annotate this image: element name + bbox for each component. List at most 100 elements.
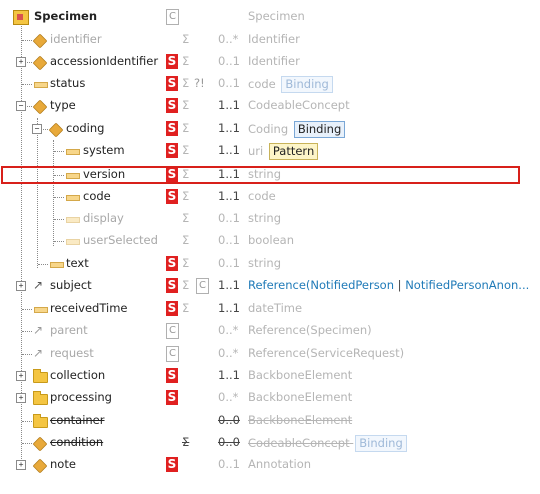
- primitive-icon: [34, 307, 48, 313]
- tree-row-text[interactable]: text S Σ 0..1 string: [0, 253, 540, 275]
- tree-row-collection[interactable]: + collection S 1..1 BackboneElement: [0, 365, 540, 387]
- tree-row-accessionIdentifier[interactable]: + accessionIdentifier S Σ 0..1 Identifie…: [0, 51, 540, 73]
- cardinality: 1..1: [218, 368, 240, 382]
- cardinality: 1..1: [218, 189, 240, 203]
- summary-flag: Σ: [182, 98, 190, 112]
- tree-row-condition[interactable]: condition Σ 0..0 CodeableConcept Binding: [0, 432, 540, 454]
- tree-row-identifier[interactable]: identifier Σ 0..* Identifier: [0, 29, 540, 51]
- tree-row-type[interactable]: − type S Σ 1..1 CodeableConcept: [0, 95, 540, 117]
- expand-toggle[interactable]: +: [16, 393, 26, 403]
- primitive-icon: [66, 195, 80, 201]
- constraint-flag: C: [166, 9, 179, 25]
- cardinality: 1..1: [218, 278, 240, 292]
- collapse-toggle[interactable]: −: [32, 124, 42, 134]
- summary-flag: Σ: [182, 54, 190, 68]
- summary-flag: Σ: [182, 256, 190, 270]
- must-support-flag: S: [166, 76, 178, 91]
- must-support-flag: S: [166, 143, 178, 158]
- tree-row-status[interactable]: status S Σ ?! 0..1 code Binding: [0, 73, 540, 95]
- tree-row-processing[interactable]: + processing S 0..* BackboneElement: [0, 387, 540, 409]
- element-name: status: [50, 76, 86, 90]
- cardinality: 0..1: [218, 256, 240, 270]
- element-type: string: [248, 256, 282, 270]
- element-type: BackboneElement: [248, 390, 353, 404]
- primitive-icon: [66, 173, 80, 179]
- cardinality: 0..*: [218, 323, 239, 337]
- profile-link-notifiedpersonanon[interactable]: NotifiedPersonAnon...: [405, 278, 530, 292]
- datatype-cube-icon: [32, 99, 48, 115]
- element-type: BackboneElement: [248, 368, 353, 382]
- tree-row-version[interactable]: version S Σ 1..1 string: [0, 164, 540, 186]
- collapse-toggle[interactable]: −: [16, 101, 26, 111]
- element-type: uri Pattern: [248, 143, 319, 160]
- type-text: code: [248, 77, 276, 91]
- pattern-badge[interactable]: Pattern: [268, 143, 319, 160]
- expand-toggle[interactable]: +: [16, 57, 26, 67]
- must-support-flag: S: [166, 121, 178, 136]
- selection-highlight: [1, 166, 520, 184]
- modifier-flag: ?!: [194, 76, 205, 90]
- must-support-flag: S: [166, 256, 178, 271]
- tree-row-code[interactable]: code S Σ 1..1 code: [0, 186, 540, 208]
- element-name: container: [50, 413, 105, 427]
- primitive-icon: [50, 262, 64, 268]
- element-type: CodeableConcept Binding: [248, 435, 407, 452]
- datatype-cube-icon: [32, 436, 48, 452]
- tree-row-request[interactable]: ↗ request C 0..* Reference(ServiceReques…: [0, 343, 540, 365]
- datatype-cube-icon: [32, 33, 48, 49]
- tree-row-receivedTime[interactable]: receivedTime S Σ 1..1 dateTime: [0, 298, 540, 320]
- element-type: Annotation: [248, 457, 312, 471]
- tree-guide: [21, 22, 22, 467]
- datatype-cube-icon: [32, 55, 48, 71]
- expand-toggle[interactable]: +: [16, 371, 26, 381]
- element-name: text: [66, 256, 89, 270]
- profile-link-notifiedperson[interactable]: NotifiedPerson: [310, 278, 395, 292]
- tree-row-container[interactable]: container 0..0 BackboneElement: [0, 410, 540, 432]
- summary-flag: Σ: [182, 211, 190, 225]
- element-name: note: [50, 457, 76, 471]
- summary-flag: Σ: [182, 435, 190, 449]
- element-type: Reference(ServiceRequest): [248, 346, 405, 360]
- element-name: display: [83, 211, 124, 225]
- tree-row-userSelected[interactable]: userSelected Σ 0..1 boolean: [0, 230, 540, 252]
- summary-flag: Σ: [182, 32, 190, 46]
- binding-badge[interactable]: Binding: [293, 121, 346, 138]
- cardinality: 0..1: [218, 457, 240, 471]
- cardinality: 1..1: [218, 167, 240, 181]
- primitive-icon: [34, 82, 48, 88]
- element-name: receivedTime: [50, 301, 128, 315]
- summary-flag: Σ: [182, 301, 190, 315]
- element-name: subject: [50, 278, 92, 292]
- tree-row-system[interactable]: system S Σ 1..1 uri Pattern: [0, 140, 540, 162]
- expand-toggle[interactable]: +: [16, 460, 26, 470]
- summary-flag: Σ: [182, 189, 190, 203]
- cardinality: 0..*: [218, 32, 239, 46]
- element-name: request: [50, 346, 94, 360]
- binding-badge[interactable]: Binding: [281, 76, 333, 93]
- reference-icon: ↗: [33, 278, 44, 292]
- element-name: version: [83, 167, 126, 181]
- summary-flag: Σ: [182, 233, 190, 247]
- element-name: userSelected: [83, 233, 158, 247]
- element-type: boolean: [248, 233, 294, 247]
- tree-row-note[interactable]: + note S 0..1 Annotation: [0, 454, 540, 476]
- binding-badge[interactable]: Binding: [355, 435, 407, 452]
- tree-row-parent[interactable]: ↗ parent C 0..* Reference(Specimen): [0, 320, 540, 342]
- type-reference[interactable]: Reference(: [248, 278, 311, 292]
- element-name: system: [83, 143, 125, 157]
- tree-row-coding[interactable]: − coding S Σ 1..1 Coding Binding: [0, 118, 540, 140]
- element-type: Coding Binding: [248, 121, 346, 138]
- reference-icon: ↗: [33, 346, 44, 360]
- backbone-folder-icon: [33, 369, 48, 383]
- must-support-flag: S: [166, 54, 178, 69]
- tree-row-display[interactable]: display Σ 0..1 string: [0, 208, 540, 230]
- must-support-flag: S: [166, 98, 178, 113]
- expand-toggle[interactable]: +: [16, 281, 26, 291]
- tree-guide: [53, 140, 54, 246]
- cardinality: 1..1: [218, 121, 240, 135]
- tree-row-root[interactable]: Specimen C Specimen: [0, 6, 540, 28]
- tree-row-subject[interactable]: + ↗ subject S Σ C 1..1 Reference(Notifie…: [0, 275, 540, 297]
- backbone-folder-icon: [33, 414, 48, 428]
- element-name: processing: [50, 390, 112, 404]
